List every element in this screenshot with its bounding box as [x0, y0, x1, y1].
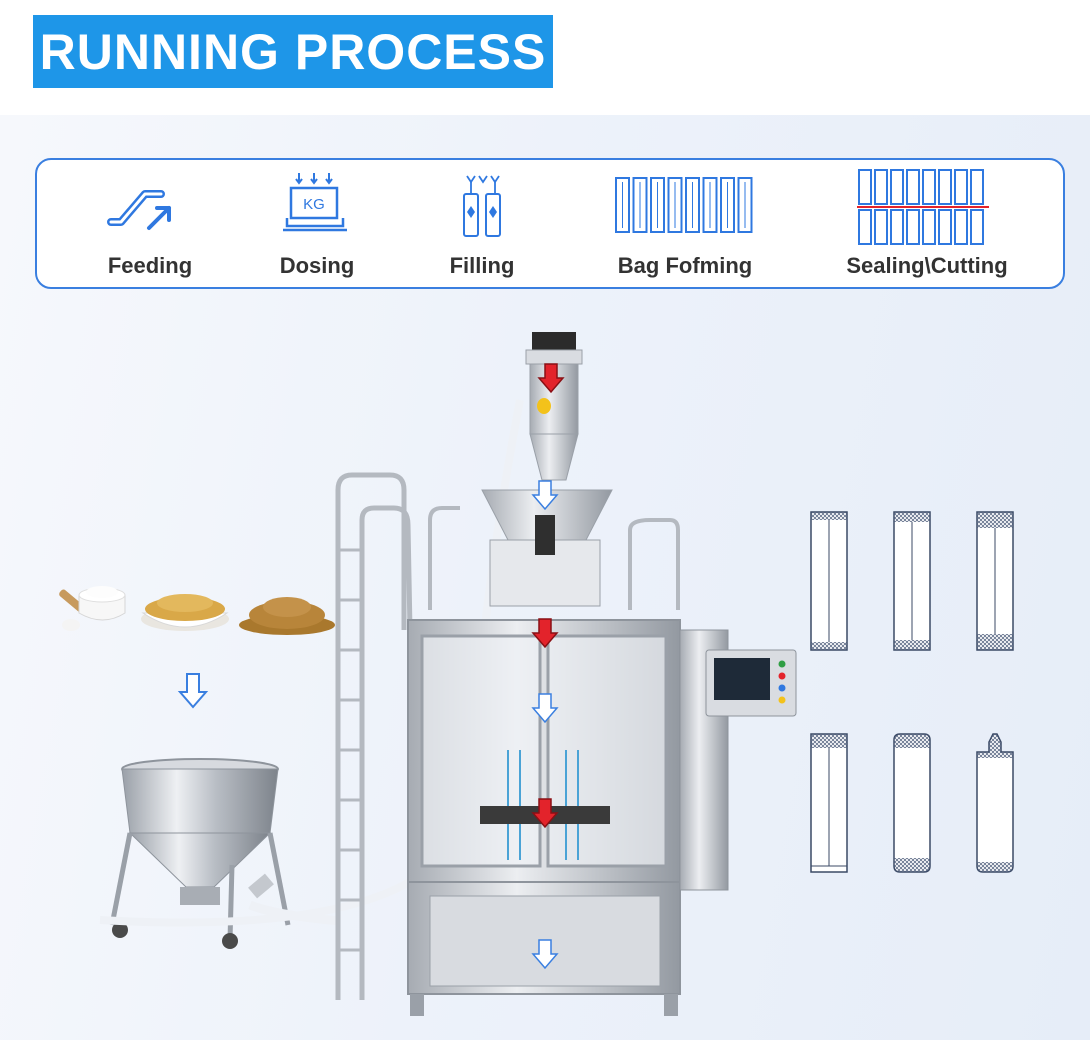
brown-sugar-bowl: [141, 594, 229, 631]
step-label-bag-forming: Bag Fofming: [617, 253, 753, 278]
sealed-strip: [922, 169, 936, 205]
sealed-strip: [970, 169, 984, 205]
raw-materials-illustration: [55, 575, 340, 650]
sealed-strip: [890, 209, 904, 245]
sealed-strip: [890, 169, 904, 205]
flow-arrow-outline: [531, 939, 559, 970]
flow-arrow-red: [531, 618, 559, 649]
sealed-strip: [938, 169, 952, 205]
sealed-strip: [874, 209, 888, 245]
stainless-hopper-tank: [100, 755, 341, 960]
title-banner: RUNNING PROCESS: [33, 15, 553, 88]
down-arrow-icon: [177, 672, 209, 715]
bag-style-4: [810, 733, 848, 873]
filling-nozzles-icon: [459, 172, 505, 247]
step-label-sealing-cutting: Sealing\Cutting: [846, 253, 1008, 278]
seal-cut-strips-icon: [857, 168, 989, 251]
flow-arrow-red: [537, 363, 565, 394]
seeds-pile: [239, 597, 335, 635]
sealed-strip: [858, 169, 872, 205]
sealed-strip: [906, 169, 920, 205]
bag-style-2: [893, 511, 931, 651]
flow-arrow-outline: [531, 693, 559, 724]
sealed-strip: [922, 209, 936, 245]
sealed-strip: [954, 209, 968, 245]
sealed-strip: [970, 209, 984, 245]
page-title: RUNNING PROCESS: [39, 23, 547, 80]
bag-style-5: [893, 733, 931, 873]
kg-text: KG: [303, 196, 325, 213]
salt-bowl: [59, 586, 126, 631]
bag-strips-icon: [614, 176, 756, 239]
escalator-icon: [107, 178, 177, 241]
bag-style-1: [810, 511, 848, 651]
scale-kg-icon: KG: [281, 170, 351, 245]
flow-arrow-outline: [531, 480, 559, 511]
bag-style-3: [976, 511, 1014, 651]
sealed-strip: [874, 169, 888, 205]
bag-style-6: [976, 733, 1014, 873]
bag-styles-illustration: [805, 508, 1035, 883]
process-steps-panel: Feeding KG Dosing Fillin: [35, 158, 1065, 289]
step-label-dosing: Dosing: [279, 253, 355, 278]
sealed-strip: [906, 209, 920, 245]
sealed-strip: [954, 169, 968, 205]
sealed-strip: [938, 209, 952, 245]
step-label-feeding: Feeding: [107, 253, 193, 278]
sealed-strip: [858, 209, 872, 245]
packing-machine-illustration: [99, 330, 800, 1035]
step-label-filling: Filling: [449, 253, 515, 278]
flow-arrow-red: [531, 798, 559, 829]
